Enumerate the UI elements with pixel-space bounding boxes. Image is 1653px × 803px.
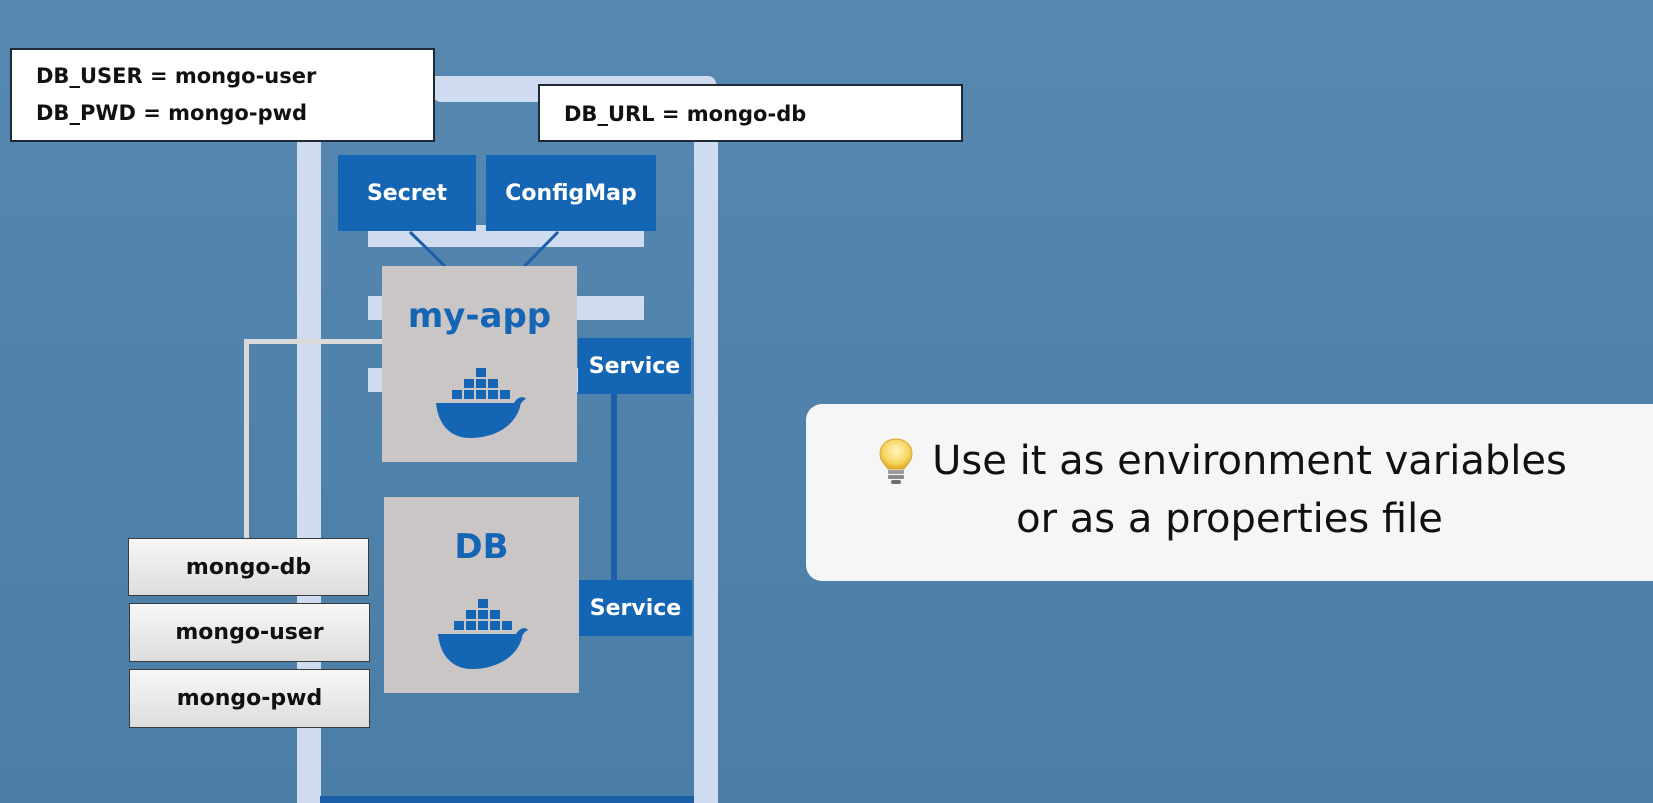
value-box-db-user: mongo-user: [129, 603, 370, 662]
value-box-db-url: mongo-db: [128, 538, 369, 596]
secret-env-line-user: DB_USER = mongo-user: [36, 64, 317, 88]
docker-whale-icon: [436, 368, 526, 438]
db-service: Service: [579, 580, 692, 636]
values-connector-horizontal: [244, 339, 384, 344]
app-service: Service: [578, 338, 691, 394]
callout-line-2: or as a properties file: [1016, 496, 1443, 542]
callout-line-1: Use it as environment variables: [932, 438, 1567, 484]
db-pod-title: DB: [454, 527, 509, 567]
configmap-env-box: DB_URL = mongo-db: [538, 84, 963, 142]
db-pod: DB: [384, 497, 579, 693]
secret-env-line-pwd: DB_PWD = mongo-pwd: [36, 101, 308, 125]
app-pod-title: my-app: [407, 296, 552, 336]
node-bottom-edge: [320, 796, 694, 803]
docker-whale-icon: [438, 599, 528, 669]
configmap-component: ConfigMap: [486, 155, 656, 231]
callout-box: Use it as environment variables or as a …: [806, 404, 1653, 581]
app-pod: my-app: [382, 266, 577, 462]
value-box-db-pwd: mongo-pwd: [129, 669, 370, 728]
configmap-env-line-url: DB_URL = mongo-db: [564, 102, 807, 126]
secret-env-box: DB_USER = mongo-user DB_PWD = mongo-pwd: [10, 48, 435, 142]
values-connector-vertical: [244, 339, 249, 539]
service-connector: [611, 392, 617, 582]
secret-component: Secret: [338, 155, 476, 231]
lightbulb-icon: [879, 438, 913, 484]
